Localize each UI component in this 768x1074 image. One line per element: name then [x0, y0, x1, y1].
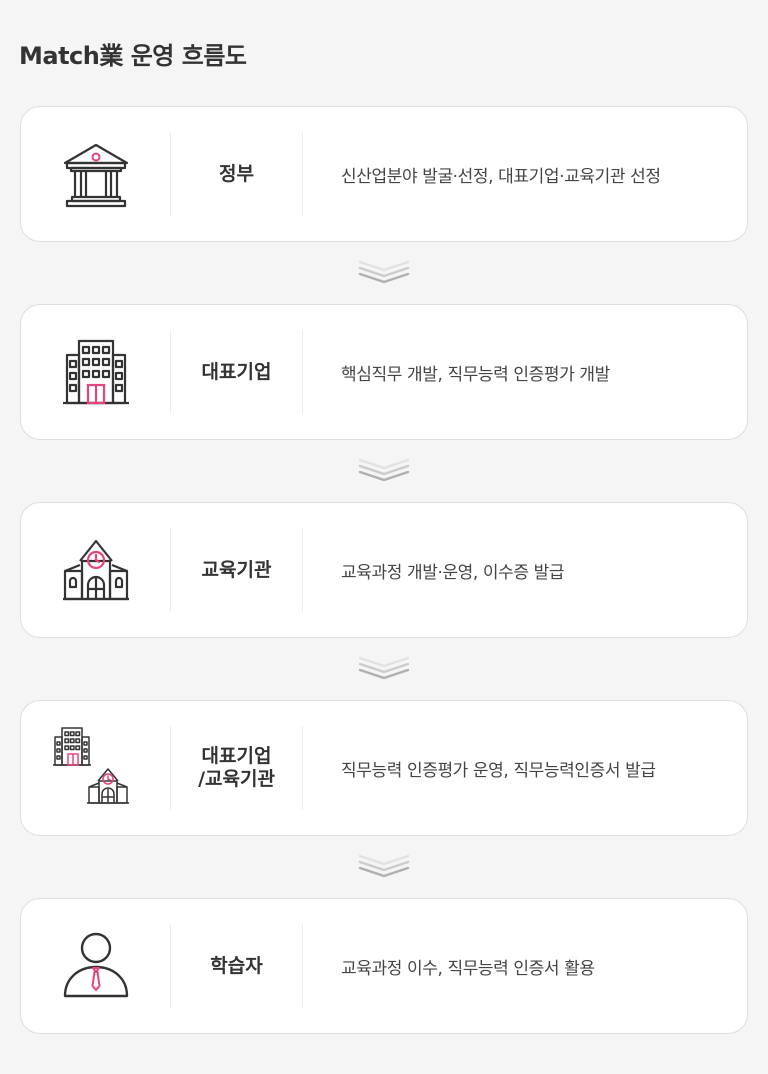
step-description: 교육과정 개발·운영, 이수증 발급 — [341, 562, 565, 583]
chevron-down-icon — [358, 854, 410, 878]
chevron-down-icon — [358, 656, 410, 680]
chevron-down-icon — [358, 458, 410, 482]
flow-step-company-and-school: 대표기업 /교육기관 직무능력 인증평가 운영, 직무능력인증서 발급 — [20, 700, 748, 836]
step-description: 교육과정 이수, 직무능력 인증서 활용 — [341, 958, 595, 979]
chevron-down-icon — [358, 260, 410, 284]
actor-label: 교육기관 — [201, 558, 272, 581]
step-description: 핵심직무 개발, 직무능력 인증평가 개발 — [341, 364, 610, 385]
company-building-icon — [21, 305, 170, 439]
actor-label: 대표기업 — [201, 360, 272, 383]
company-and-school-icon — [21, 701, 170, 835]
actor-label-line2: /교육기관 — [198, 768, 275, 790]
flow-step-school: 교육기관 교육과정 개발·운영, 이수증 발급 — [20, 502, 748, 638]
learner-icon — [21, 899, 170, 1033]
page-title: Match業 운영 흐름도 — [19, 42, 247, 70]
flow-step-government: 정부 신산업분야 발굴·선정, 대표기업·교육기관 선정 — [20, 106, 748, 242]
step-description: 직무능력 인증평가 운영, 직무능력인증서 발급 — [341, 760, 656, 781]
school-icon — [21, 503, 170, 637]
actor-label: 대표기업 /교육기관 — [171, 701, 302, 835]
flow-step-company: 대표기업 핵심직무 개발, 직무능력 인증평가 개발 — [20, 304, 748, 440]
actor-label: 정부 — [219, 162, 254, 185]
government-building-icon — [21, 107, 170, 241]
flow-step-learner: 학습자 교육과정 이수, 직무능력 인증서 활용 — [20, 898, 748, 1034]
actor-label-line1: 대표기업 — [201, 745, 272, 767]
actor-label: 학습자 — [210, 954, 263, 977]
step-description: 신산업분야 발굴·선정, 대표기업·교육기관 선정 — [341, 166, 661, 187]
